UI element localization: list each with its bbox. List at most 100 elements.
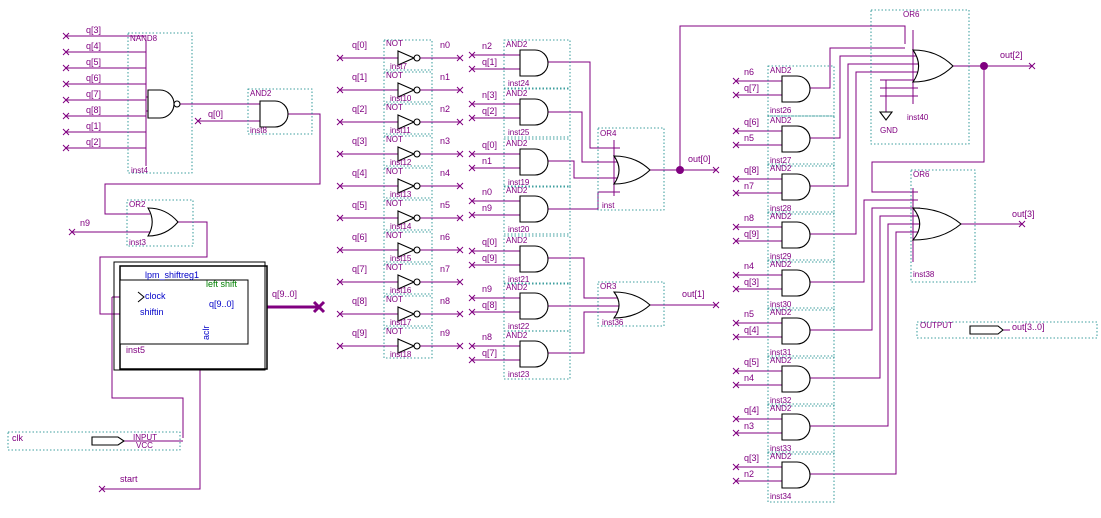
and2-mid-type: AND2 (506, 139, 528, 148)
and2-right-input-b: q[7] (744, 83, 759, 93)
wire (62, 144, 70, 152)
nand8-input-label: q[3] (86, 25, 101, 35)
wire (712, 166, 720, 174)
not-gate-9-bubble (413, 342, 421, 350)
not-output-label: n3 (440, 136, 450, 146)
or2-inst3-box (126, 199, 194, 247)
and2-right-gate-1 (781, 125, 811, 153)
or6-inst38-output-label: out[3] (1012, 209, 1035, 219)
not-instance: inst10 (390, 94, 412, 103)
and2-right-instance: inst29 (770, 252, 792, 261)
and2-mid-instance: inst23 (508, 370, 530, 379)
and2-mid-gate-3 (519, 195, 549, 223)
not-instance: inst15 (390, 254, 412, 263)
and2-right-gate-8 (781, 461, 811, 489)
wire (62, 32, 70, 40)
and2-right-box (767, 355, 835, 407)
and2-mid-instance: inst24 (508, 79, 530, 88)
not-output-label: n0 (440, 40, 450, 50)
wire (456, 342, 464, 350)
and2-mid-input-b: n1 (482, 156, 492, 166)
gnd-label: GND (880, 126, 898, 135)
and2-right-input-b: q[9] (744, 229, 759, 239)
and2-right-input-a: q[8] (744, 165, 759, 175)
wire (468, 247, 476, 255)
and2-mid-type: AND2 (506, 283, 528, 292)
not-type: NOT (386, 71, 403, 80)
wire (810, 47, 905, 89)
and2-mid-input-b: q[9] (482, 253, 497, 263)
wire (68, 228, 76, 236)
wire (732, 381, 740, 389)
wire (468, 197, 476, 205)
not-gate-8-bubble (413, 310, 421, 318)
not-gate-6 (397, 242, 416, 258)
and2-right-input-b: q[4] (744, 325, 759, 335)
wire (456, 214, 464, 222)
not-box (383, 71, 433, 103)
and2-right-input-b: n3 (744, 421, 754, 431)
shiftreg-port-shiftin: shiftin (140, 307, 164, 317)
not-output-label: n4 (440, 168, 450, 178)
and2-inst8-box (247, 88, 313, 135)
and2-mid-box (503, 185, 571, 235)
not-gate-2 (397, 114, 416, 130)
and2-mid-box (503, 235, 571, 285)
and2-right-instance: inst33 (770, 444, 792, 453)
nand8-input-label: q[1] (86, 121, 101, 131)
and2-mid-instance: inst20 (508, 225, 530, 234)
and2-mid-box (503, 39, 571, 89)
output-pin-type: OUTPUT (920, 321, 953, 330)
wire (456, 118, 464, 126)
and2-mid-input-b: n9 (482, 203, 492, 213)
wire (732, 429, 740, 437)
input-pin-type: INPUT (133, 433, 157, 442)
and2-right-gate-2 (781, 173, 811, 201)
label-layer: NAND8inst4q[3]q[4]q[5]q[6]q[7]q[8]q[1]q[… (12, 10, 1045, 501)
and2-mid-box (503, 88, 571, 138)
not-input-label: q[1] (352, 72, 367, 82)
not-gate-3 (397, 146, 416, 162)
wire (548, 311, 620, 354)
and2-mid-input-a: n[3] (482, 90, 497, 100)
lpm-shiftreg-block[interactable]: lpm_shiftreg1 left shift clock shiftin q… (113, 261, 268, 371)
not-output-label: n2 (440, 104, 450, 114)
wire (810, 207, 920, 331)
not-gate-5 (397, 210, 416, 226)
wire (456, 310, 464, 318)
and2-mid-instance: inst25 (508, 128, 530, 137)
and2-mid-gate-1 (519, 98, 549, 126)
wire (810, 223, 920, 427)
wire (468, 356, 476, 364)
not-gate-0 (397, 50, 416, 66)
wire (712, 301, 720, 309)
not-input-label: q[6] (352, 232, 367, 242)
nand8-input-label: q[8] (86, 105, 101, 115)
wire (732, 77, 740, 85)
or6-inst40-gate (911, 49, 954, 83)
wire (456, 86, 464, 94)
or3-instance: inst36 (602, 318, 624, 327)
not-box (383, 103, 433, 135)
or2-inst3-input-label: n9 (80, 218, 90, 228)
not-box (383, 167, 433, 199)
nand8-box (127, 32, 193, 174)
nand8-input-label: q[6] (86, 73, 101, 83)
not-gate-5-bubble (413, 214, 421, 222)
wire (548, 111, 620, 163)
not-gate-7 (397, 274, 416, 290)
and2-right-instance: inst26 (770, 106, 792, 115)
shiftreg-instance: inst5 (126, 345, 145, 355)
and2-mid-input-b: q[7] (482, 348, 497, 358)
not-input-label: q[9] (352, 328, 367, 338)
nand8-input-label: q[7] (86, 89, 101, 99)
and2-right-type: AND2 (770, 308, 792, 317)
wire (468, 342, 476, 350)
not-input-label: q[3] (352, 136, 367, 146)
and2-right-input-a: q[4] (744, 405, 759, 415)
not-type: NOT (386, 135, 403, 144)
and2-mid-gate-6 (519, 340, 549, 368)
and2-inst8-input-label: q[0] (208, 109, 223, 119)
and2-right-box (767, 115, 835, 167)
and2-right-input-a: n8 (744, 213, 754, 223)
